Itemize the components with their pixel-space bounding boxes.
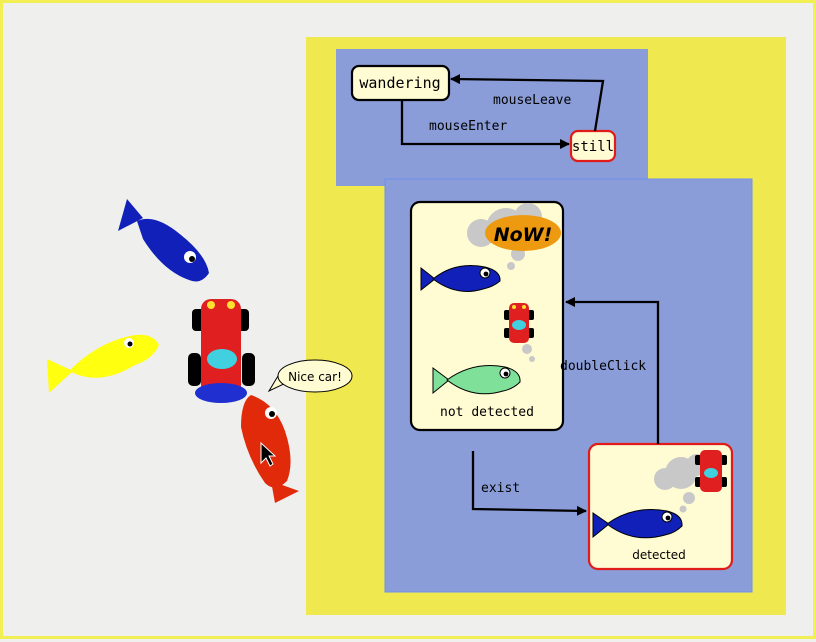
state-not-detected-label: not detected (440, 405, 534, 420)
thought-bubble: NoW! (467, 203, 561, 270)
transition-mouse-leave-arrow (450, 74, 605, 132)
transition-double-click-arrow (565, 297, 660, 444)
red-fish-icon[interactable] (241, 395, 299, 503)
top-state-machine: wandering still mouseEnter mouseLeave (336, 49, 648, 186)
transition-mouse-enter-label: mouseEnter (429, 119, 507, 134)
state-wandering-node[interactable] (350, 64, 451, 102)
cursor-icon (260, 441, 277, 467)
transition-mouse-leave-label: mouseLeave (493, 93, 571, 108)
car-detected-icon (695, 450, 727, 492)
bottom-state-machine: NoW! not detecte (384, 178, 753, 593)
transition-mouse-enter-arrow (400, 100, 570, 149)
state-still-node[interactable] (569, 129, 617, 163)
scene: Nice car! (47, 199, 353, 503)
transition-exist-label: exist (481, 481, 520, 496)
transition-double-click-label: doubleClick (560, 359, 646, 374)
yellow-fish-icon[interactable] (47, 334, 159, 393)
diagram-svg: wandering still mouseEnter mouseLeave No… (47, 37, 786, 615)
green-fish-icon (432, 365, 521, 395)
blue-fish-small-icon (420, 265, 501, 292)
speech-bubble-text: Nice car! (288, 370, 342, 384)
state-detected-label: detected (632, 548, 685, 562)
speech-bubble: Nice car! (267, 359, 353, 393)
car-icon[interactable] (188, 299, 255, 403)
blue-fish-detected-icon (592, 509, 683, 539)
transition-exist-arrow (471, 451, 587, 516)
car-small-icon (504, 303, 535, 362)
thought-bubble-detected (654, 454, 708, 513)
state-not-detected-node[interactable] (409, 200, 565, 432)
blue-fish-icon[interactable] (118, 199, 209, 282)
thought-text: NoW! (494, 224, 553, 246)
state-wandering-label: wandering (359, 74, 440, 92)
state-still-label: still (572, 139, 614, 155)
